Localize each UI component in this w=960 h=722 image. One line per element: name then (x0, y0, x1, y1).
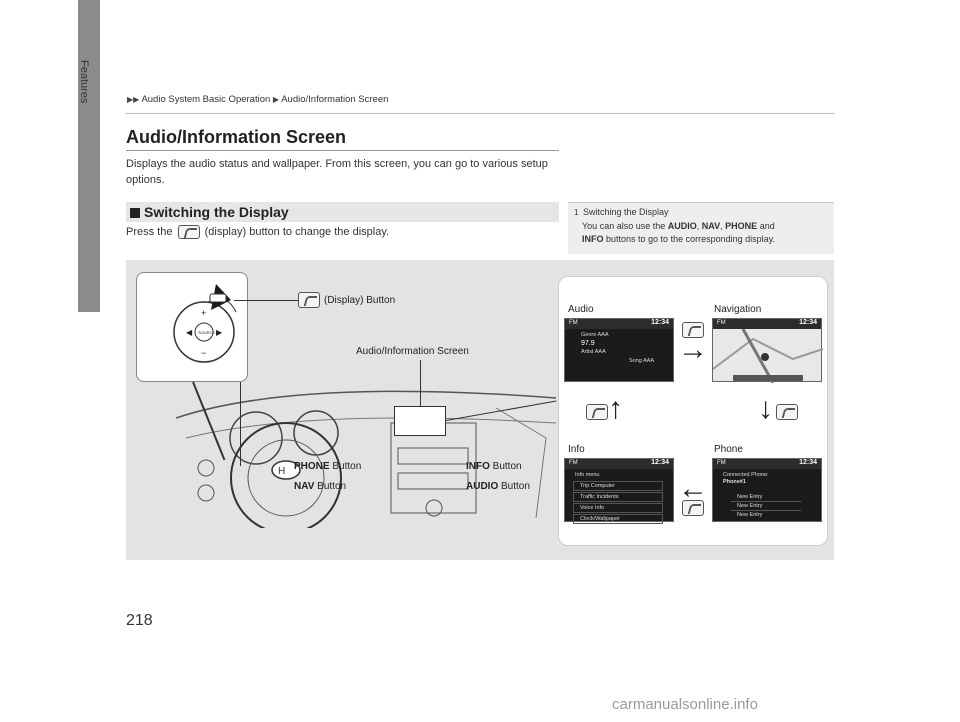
display-button-icon (776, 404, 798, 420)
info-button-label: INFO Button (466, 461, 522, 472)
audio-button-label: AUDIO Button (466, 481, 530, 492)
arrow-right-icon: → (678, 333, 708, 366)
title-rule (126, 150, 559, 151)
arrow-up-icon: ↑ (608, 392, 623, 425)
leader-line (420, 360, 421, 406)
audio-info-screen-label: Audio/Information Screen (356, 346, 469, 357)
note-number: 1 (574, 208, 579, 217)
display-button-label: (Display) Button (324, 295, 396, 306)
breadcrumb-arrow-icon: ▶▶ (127, 95, 140, 104)
breadcrumb-item-audio-info-screen[interactable]: Audio/Information Screen (281, 94, 389, 105)
info-screen-label: Info (568, 444, 585, 455)
header-rule (126, 113, 834, 114)
svg-text:+: + (201, 308, 206, 318)
breadcrumb-item-audio-system[interactable]: Audio System Basic Operation (141, 94, 271, 105)
map-illustration (713, 329, 823, 383)
press-text-after: (display) button to change the display. (204, 225, 390, 238)
source-label: SOURCE (198, 330, 215, 335)
page-title: Audio/Information Screen (126, 127, 347, 147)
svg-text:H: H (278, 466, 285, 477)
svg-text:−: − (201, 348, 206, 358)
steering-switch-inset (136, 272, 248, 382)
audio-info-screen-marker (394, 406, 446, 436)
page-number: 218 (126, 612, 153, 629)
breadcrumb: ▶▶ Audio System Basic Operation ▶ Audio/… (127, 94, 388, 105)
side-note: 1 Switching the Display You can also use… (568, 202, 834, 254)
watermark: carmanualsonline.info (612, 696, 758, 713)
phone-button-label: PHONE Button (294, 461, 362, 472)
display-button-icon (586, 404, 608, 420)
inset-pointer-line (240, 382, 241, 466)
intro-paragraph: Displays the audio status and wallpaper.… (126, 158, 548, 186)
arrow-left-icon: ← (678, 472, 708, 505)
note-title: 1 Switching the Display (568, 203, 834, 217)
section-heading: Switching the Display (126, 202, 559, 222)
nav-button-label: NAV Button (294, 481, 347, 492)
display-button-icon (298, 292, 320, 308)
svg-text:◀: ◀ (186, 328, 193, 337)
display-button-icon (682, 322, 704, 338)
navigation-screen-label: Navigation (714, 304, 762, 315)
note-title-text: Switching the Display (582, 207, 669, 217)
display-button-icon (682, 500, 704, 516)
note-body: You can also use the AUDIO, NAV, PHONE a… (582, 221, 775, 244)
audio-screen-label: Audio (568, 304, 594, 315)
sidebar-section-label: Features (78, 60, 90, 104)
section-heading-text: Switching the Display (144, 204, 289, 220)
section-square-icon (130, 208, 140, 219)
breadcrumb-arrow-icon: ▶ (272, 95, 280, 104)
display-button-icon (177, 225, 200, 239)
dashboard-illustration: H (176, 390, 556, 528)
press-instruction: Press the (display) button to change the… (126, 225, 389, 239)
svg-text:▶: ▶ (216, 328, 223, 337)
side-tab (78, 0, 100, 312)
display-button-leader (234, 300, 298, 301)
arrow-down-icon: ↓ (758, 392, 773, 425)
steering-switch-illustration: SOURCE ◀ ▶ + − (173, 284, 237, 363)
press-text-before: Press the (126, 225, 173, 238)
phone-screen-label: Phone (714, 444, 743, 455)
